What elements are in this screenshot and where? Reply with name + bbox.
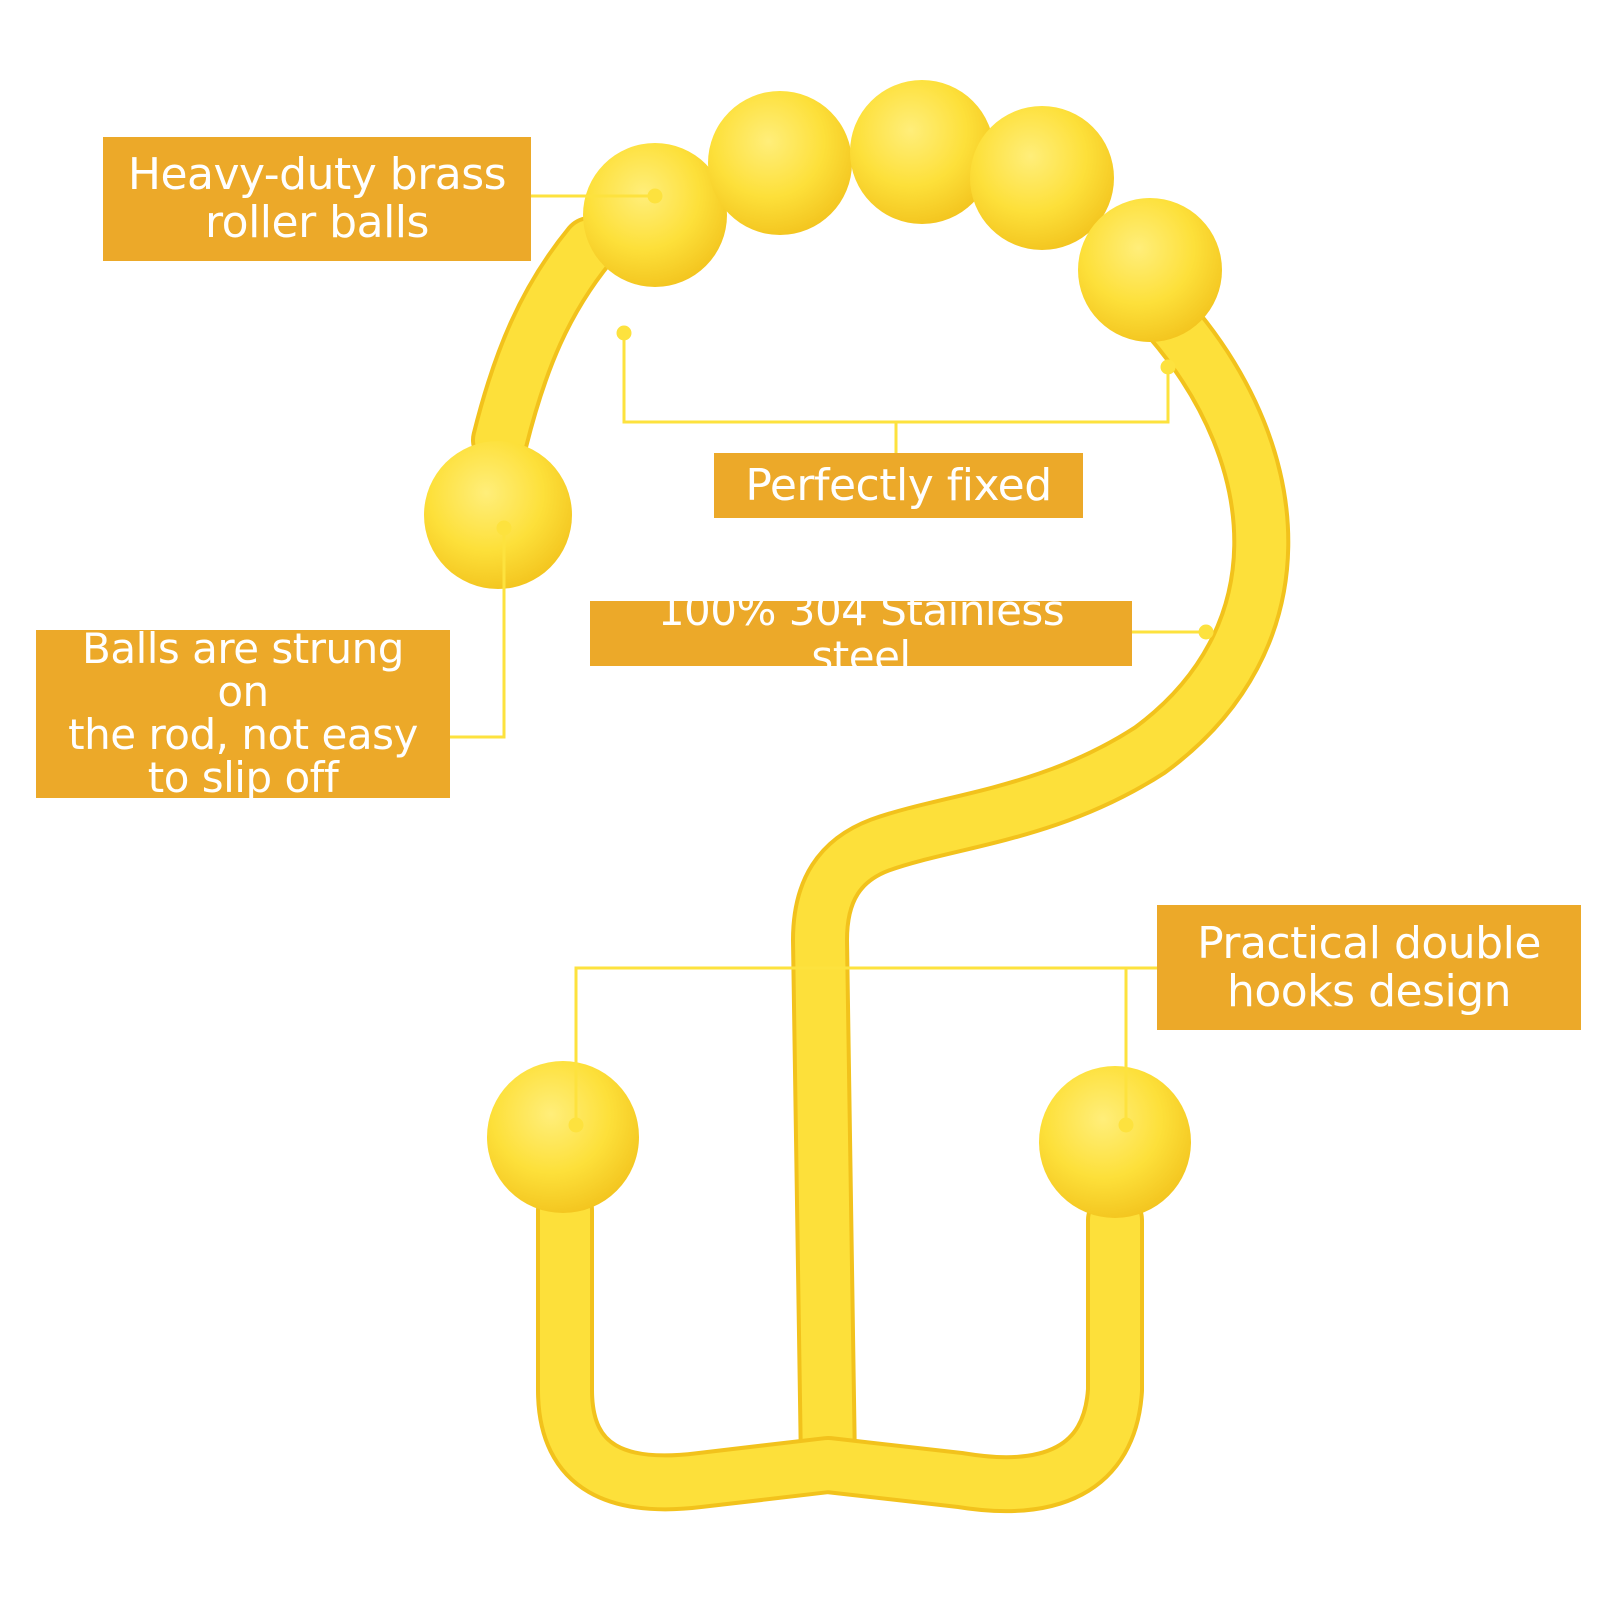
roller-balls — [583, 80, 1222, 342]
callout-roller-balls-text: Heavy-duty brass roller balls — [127, 149, 507, 248]
callout-roller-balls: Heavy-duty brass roller balls — [103, 137, 531, 261]
end-ball-left-arm — [424, 441, 572, 589]
callout-double-hooks-text: Practical double hooks design — [1197, 917, 1541, 1017]
callout-perfectly-fixed-text: Perfectly fixed — [745, 459, 1052, 511]
callout-balls-strung: Balls are strung on the rod, not easy to… — [36, 624, 450, 802]
leader-lines — [450, 188, 1214, 1133]
callout-double-hooks: Practical double hooks design — [1157, 905, 1581, 1030]
hook-end-balls — [487, 1061, 1191, 1218]
callout-perfectly-fixed: Perfectly fixed — [714, 453, 1083, 518]
callout-stainless-steel-text: 100% 304 Stainless steel — [657, 586, 1065, 681]
callout-balls-strung-text: Balls are strung on the rod, not easy to… — [68, 624, 418, 802]
callout-stainless-steel: 100% 304 Stainless steel — [590, 588, 1132, 679]
hook-rod — [471, 216, 1291, 1514]
